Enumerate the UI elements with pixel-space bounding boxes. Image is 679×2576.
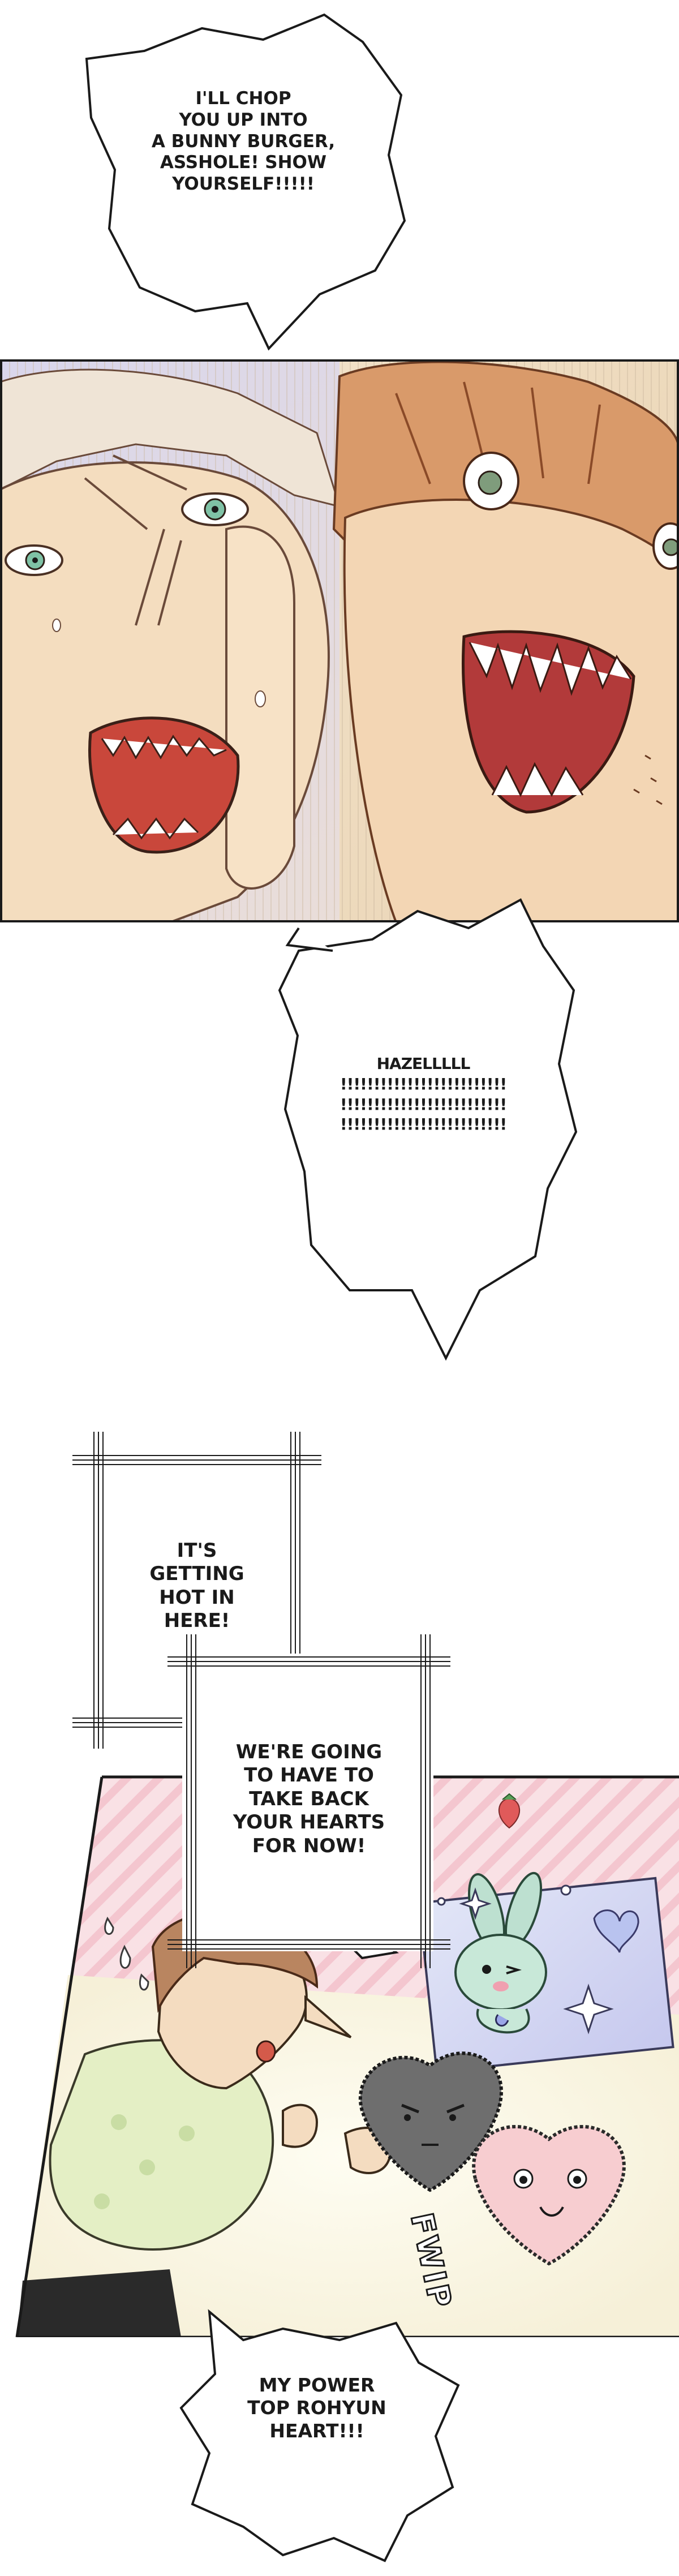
panel-illustration [0,359,679,922]
speech-bubble-shape [85,13,406,351]
caption-take-back-text: WE'RE GOING TO HAVE TO TAKE BACK YOUR HE… [233,1741,385,1857]
speech-bubble-shape [179,2309,460,2562]
bubble-power-top-text: MY POWER TOP ROHYUN HEART!!! [247,2374,386,2442]
speech-bubble-hazel: HAZELLLLL !!!!!!!!!!!!!!!!!!!!!!!!! !!!!… [265,894,582,1364]
bunny-poster [418,1871,674,2073]
panel-transformation-scene [0,1771,679,2337]
bubble-hazel-text: HAZELLLLL !!!!!!!!!!!!!!!!!!!!!!!!! !!!!… [340,1054,507,1134]
dark-heart-creature [358,2051,503,2192]
speech-bubble-power-top: MY POWER TOP ROHYUN HEART!!! [170,2278,464,2572]
speech-bubble-shape [278,898,578,1361]
bubble-threat-text: I'LL CHOP YOU UP INTO A BUNNY BURGER, AS… [151,88,336,195]
speech-bubble-threat: I'LL CHOP YOU UP INTO A BUNNY BURGER, AS… [76,5,410,351]
pink-heart-creature [472,2124,626,2266]
panel-angry-characters [0,359,679,922]
caption-box-frame [167,1634,450,1968]
panel-illustration [15,1775,679,2337]
strawberry-icon [498,1793,520,1829]
caption-hot-text: IT'S GETTING HOT IN HERE! [149,1539,244,1633]
sparkle-icon [437,1884,614,2034]
caption-box-take-back: WE'RE GOING TO HAVE TO TAKE BACK YOUR HE… [167,1634,450,1968]
